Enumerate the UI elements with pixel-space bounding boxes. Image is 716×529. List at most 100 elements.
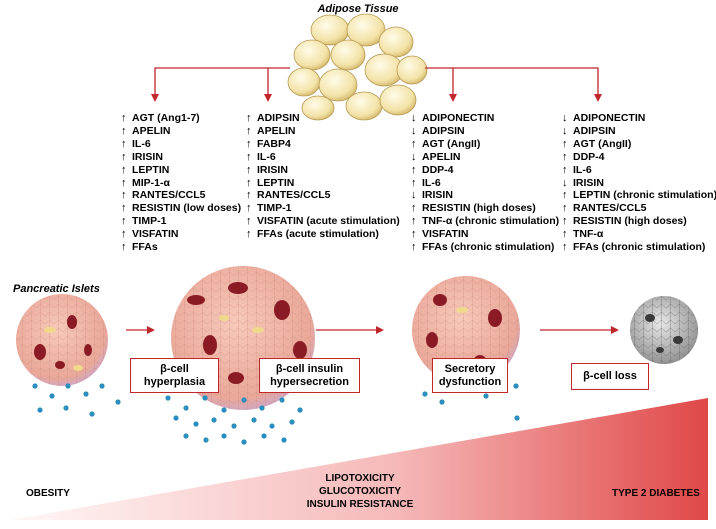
adipokine-item: ↑AGT (AngII) bbox=[411, 138, 559, 151]
adipokine-item: ↑ DDP-4 bbox=[411, 164, 559, 177]
up-arrow-icon: ↑ bbox=[121, 150, 127, 163]
adipokine-label: FFAs (acute stimulation) bbox=[257, 228, 379, 241]
adipokine-label: VISFATIN bbox=[422, 228, 469, 241]
up-arrow-icon: ↑ bbox=[562, 215, 568, 228]
adipokine-label: TNF-α (chronic stimulation) bbox=[422, 215, 560, 228]
up-arrow-icon: ↑ bbox=[121, 189, 127, 202]
adipokine-item: ↓ ADIPSIN bbox=[562, 125, 716, 138]
adipokine-label: RANTES/CCL5 bbox=[573, 202, 647, 215]
adipokine-label: MIP-1-α bbox=[132, 176, 170, 189]
adipokine-item: ↑IL-6 bbox=[121, 138, 241, 151]
adipokine-label: ADIPSIN bbox=[257, 112, 300, 124]
adipokine-label: APELIN bbox=[422, 150, 461, 163]
stage-loss-box: β-cell loss bbox=[571, 363, 649, 390]
adipokine-item: ↑ AGT (Ang1-7) bbox=[121, 112, 241, 125]
adipokine-label: RESISTIN (high doses) bbox=[573, 215, 687, 228]
adipokine-item: ↓ ADIPSIN bbox=[411, 125, 559, 138]
up-arrow-icon: ↑ bbox=[246, 202, 252, 215]
adipokine-item: ↑TIMP-1 bbox=[121, 215, 241, 228]
adipokine-label: RANTES/CCL5 bbox=[257, 189, 331, 202]
stage-hypersecretion-line2: hypersecretion bbox=[270, 375, 349, 388]
adipokine-label: TNF-α bbox=[573, 228, 604, 241]
up-arrow-icon: ↑ bbox=[411, 228, 417, 241]
adipokine-item: ↑RESISTIN (high doses) bbox=[411, 202, 559, 215]
adipokine-label: ADIPSIN bbox=[422, 124, 465, 137]
up-arrow-icon: ↑ bbox=[411, 163, 417, 176]
adipokine-label: IRISIN bbox=[573, 176, 604, 189]
stage-hyperplasia-line2: hyperplasia bbox=[143, 375, 206, 388]
up-arrow-icon: ↑ bbox=[246, 176, 252, 189]
adipokine-label: APELIN bbox=[132, 124, 171, 137]
adipokine-item: ↑TNF-α (chronic stimulation) bbox=[411, 215, 559, 228]
pancreatic-islets-title: Pancreatic Islets bbox=[13, 283, 100, 295]
up-arrow-icon: ↑ bbox=[562, 150, 568, 163]
stage-secretory-box: Secretory dysfunction bbox=[432, 358, 508, 393]
adipokine-item: ↑FABP4 bbox=[246, 138, 400, 151]
adipokine-list-1: ↑AGT (Ang1-7)↑APELIN↑IL-6↑IRISIN↑LEPTIN↑… bbox=[121, 112, 241, 254]
up-arrow-icon: ↑ bbox=[562, 241, 568, 254]
up-arrow-icon: ↑ bbox=[411, 241, 417, 254]
up-arrow-icon: ↑ bbox=[121, 163, 127, 176]
adipokine-label: ADIPSIN bbox=[573, 124, 616, 137]
stage-hyperplasia-line1: β-cell bbox=[160, 362, 189, 375]
up-arrow-icon: ↑ bbox=[562, 202, 568, 215]
adipokine-label: FFAs bbox=[132, 241, 158, 254]
adipokine-label: IL-6 bbox=[257, 150, 276, 163]
up-arrow-icon: ↑ bbox=[562, 228, 568, 241]
stage-secretory-line2: dysfunction bbox=[438, 375, 502, 388]
adipokine-item: ↑FFAs (chronic stimulation) bbox=[411, 241, 559, 254]
adipokine-list-4: ↓ADIPONECTIN↓ADIPSIN↑AGT (AngII)↑DDP-4↑I… bbox=[562, 112, 716, 254]
islet-loss bbox=[630, 296, 698, 364]
insulin-resistance-label: INSULIN RESISTANCE bbox=[306, 499, 414, 510]
adipokine-label: FABP4 bbox=[257, 137, 291, 150]
down-arrow-icon: ↓ bbox=[562, 176, 568, 189]
adipokine-item: ↑ APELIN bbox=[121, 125, 241, 138]
up-arrow-icon: ↑ bbox=[562, 137, 568, 150]
adipokine-item: ↓IRISIN bbox=[411, 189, 559, 202]
adipokine-item: ↓ADIPONECTIN bbox=[411, 112, 559, 125]
adipokine-label: IL-6 bbox=[422, 176, 441, 189]
adipokine-item: ↑ IL-6 bbox=[246, 151, 400, 164]
adipokine-list-2: ↑ADIPSIN↑APELIN↑FABP4↑IL-6↑IRISIN↑LEPTIN… bbox=[246, 112, 400, 241]
adipokine-item: ↑ADIPSIN bbox=[246, 112, 400, 125]
up-arrow-icon: ↑ bbox=[246, 150, 252, 163]
adipokine-label: AGT (Ang1-7) bbox=[132, 112, 200, 124]
adipose-tissue-title: Adipose Tissue bbox=[317, 3, 399, 15]
adipokine-item: ↓APELIN bbox=[411, 151, 559, 164]
down-arrow-icon: ↓ bbox=[411, 189, 417, 202]
up-arrow-icon: ↑ bbox=[121, 202, 127, 215]
adipokine-item: ↑LEPTIN bbox=[246, 177, 400, 190]
adipokine-item: ↑ TNF-α bbox=[562, 228, 716, 241]
type2-diabetes-label: TYPE 2 DIABETES bbox=[612, 488, 700, 499]
adipokine-item: ↑FFAs bbox=[121, 241, 241, 254]
up-arrow-icon: ↑ bbox=[246, 189, 252, 202]
adipokine-label: ADIPONECTIN bbox=[422, 112, 495, 124]
adipokine-item: ↑ VISFATIN bbox=[411, 228, 559, 241]
lipotoxicity-label: LIPOTOXICITY bbox=[325, 473, 395, 484]
islet-normal bbox=[16, 294, 108, 386]
adipokine-item: ↑ IL-6 bbox=[411, 177, 559, 190]
adipokine-label: IL-6 bbox=[132, 137, 151, 150]
up-arrow-icon: ↑ bbox=[246, 228, 252, 241]
adipokine-label: DDP-4 bbox=[422, 163, 454, 176]
adipokine-label: RESISTIN (low doses) bbox=[132, 202, 242, 215]
adipokine-label: IL-6 bbox=[573, 163, 592, 176]
adipokine-item: ↑ RESISTIN (high doses) bbox=[562, 215, 716, 228]
up-arrow-icon: ↑ bbox=[121, 112, 127, 124]
adipokine-item: ↑VISFATIN (acute stimulation) bbox=[246, 215, 400, 228]
up-arrow-icon: ↑ bbox=[121, 124, 127, 137]
adipokine-label: TIMP-1 bbox=[132, 215, 167, 228]
down-arrow-icon: ↓ bbox=[562, 124, 568, 137]
adipokine-label: APELIN bbox=[257, 124, 296, 137]
adipokine-list-3: ↓ADIPONECTIN↓ADIPSIN↑AGT (AngII)↓APELIN↑… bbox=[411, 112, 559, 254]
adipokine-label: VISFATIN bbox=[132, 228, 179, 241]
adipokine-item: ↑ RANTES/CCL5 bbox=[246, 189, 400, 202]
adipokine-label: IRISIN bbox=[257, 163, 288, 176]
stage-secretory-line1: Secretory bbox=[444, 362, 496, 375]
stage-loss-label: β-cell loss bbox=[583, 370, 637, 382]
adipokine-item: ↑MIP-1-α bbox=[121, 177, 241, 190]
adipokine-item: ↑APELIN bbox=[246, 125, 400, 138]
adipokine-item: ↓ IRISIN bbox=[562, 177, 716, 190]
up-arrow-icon: ↑ bbox=[411, 176, 417, 189]
down-arrow-icon: ↓ bbox=[411, 124, 417, 137]
